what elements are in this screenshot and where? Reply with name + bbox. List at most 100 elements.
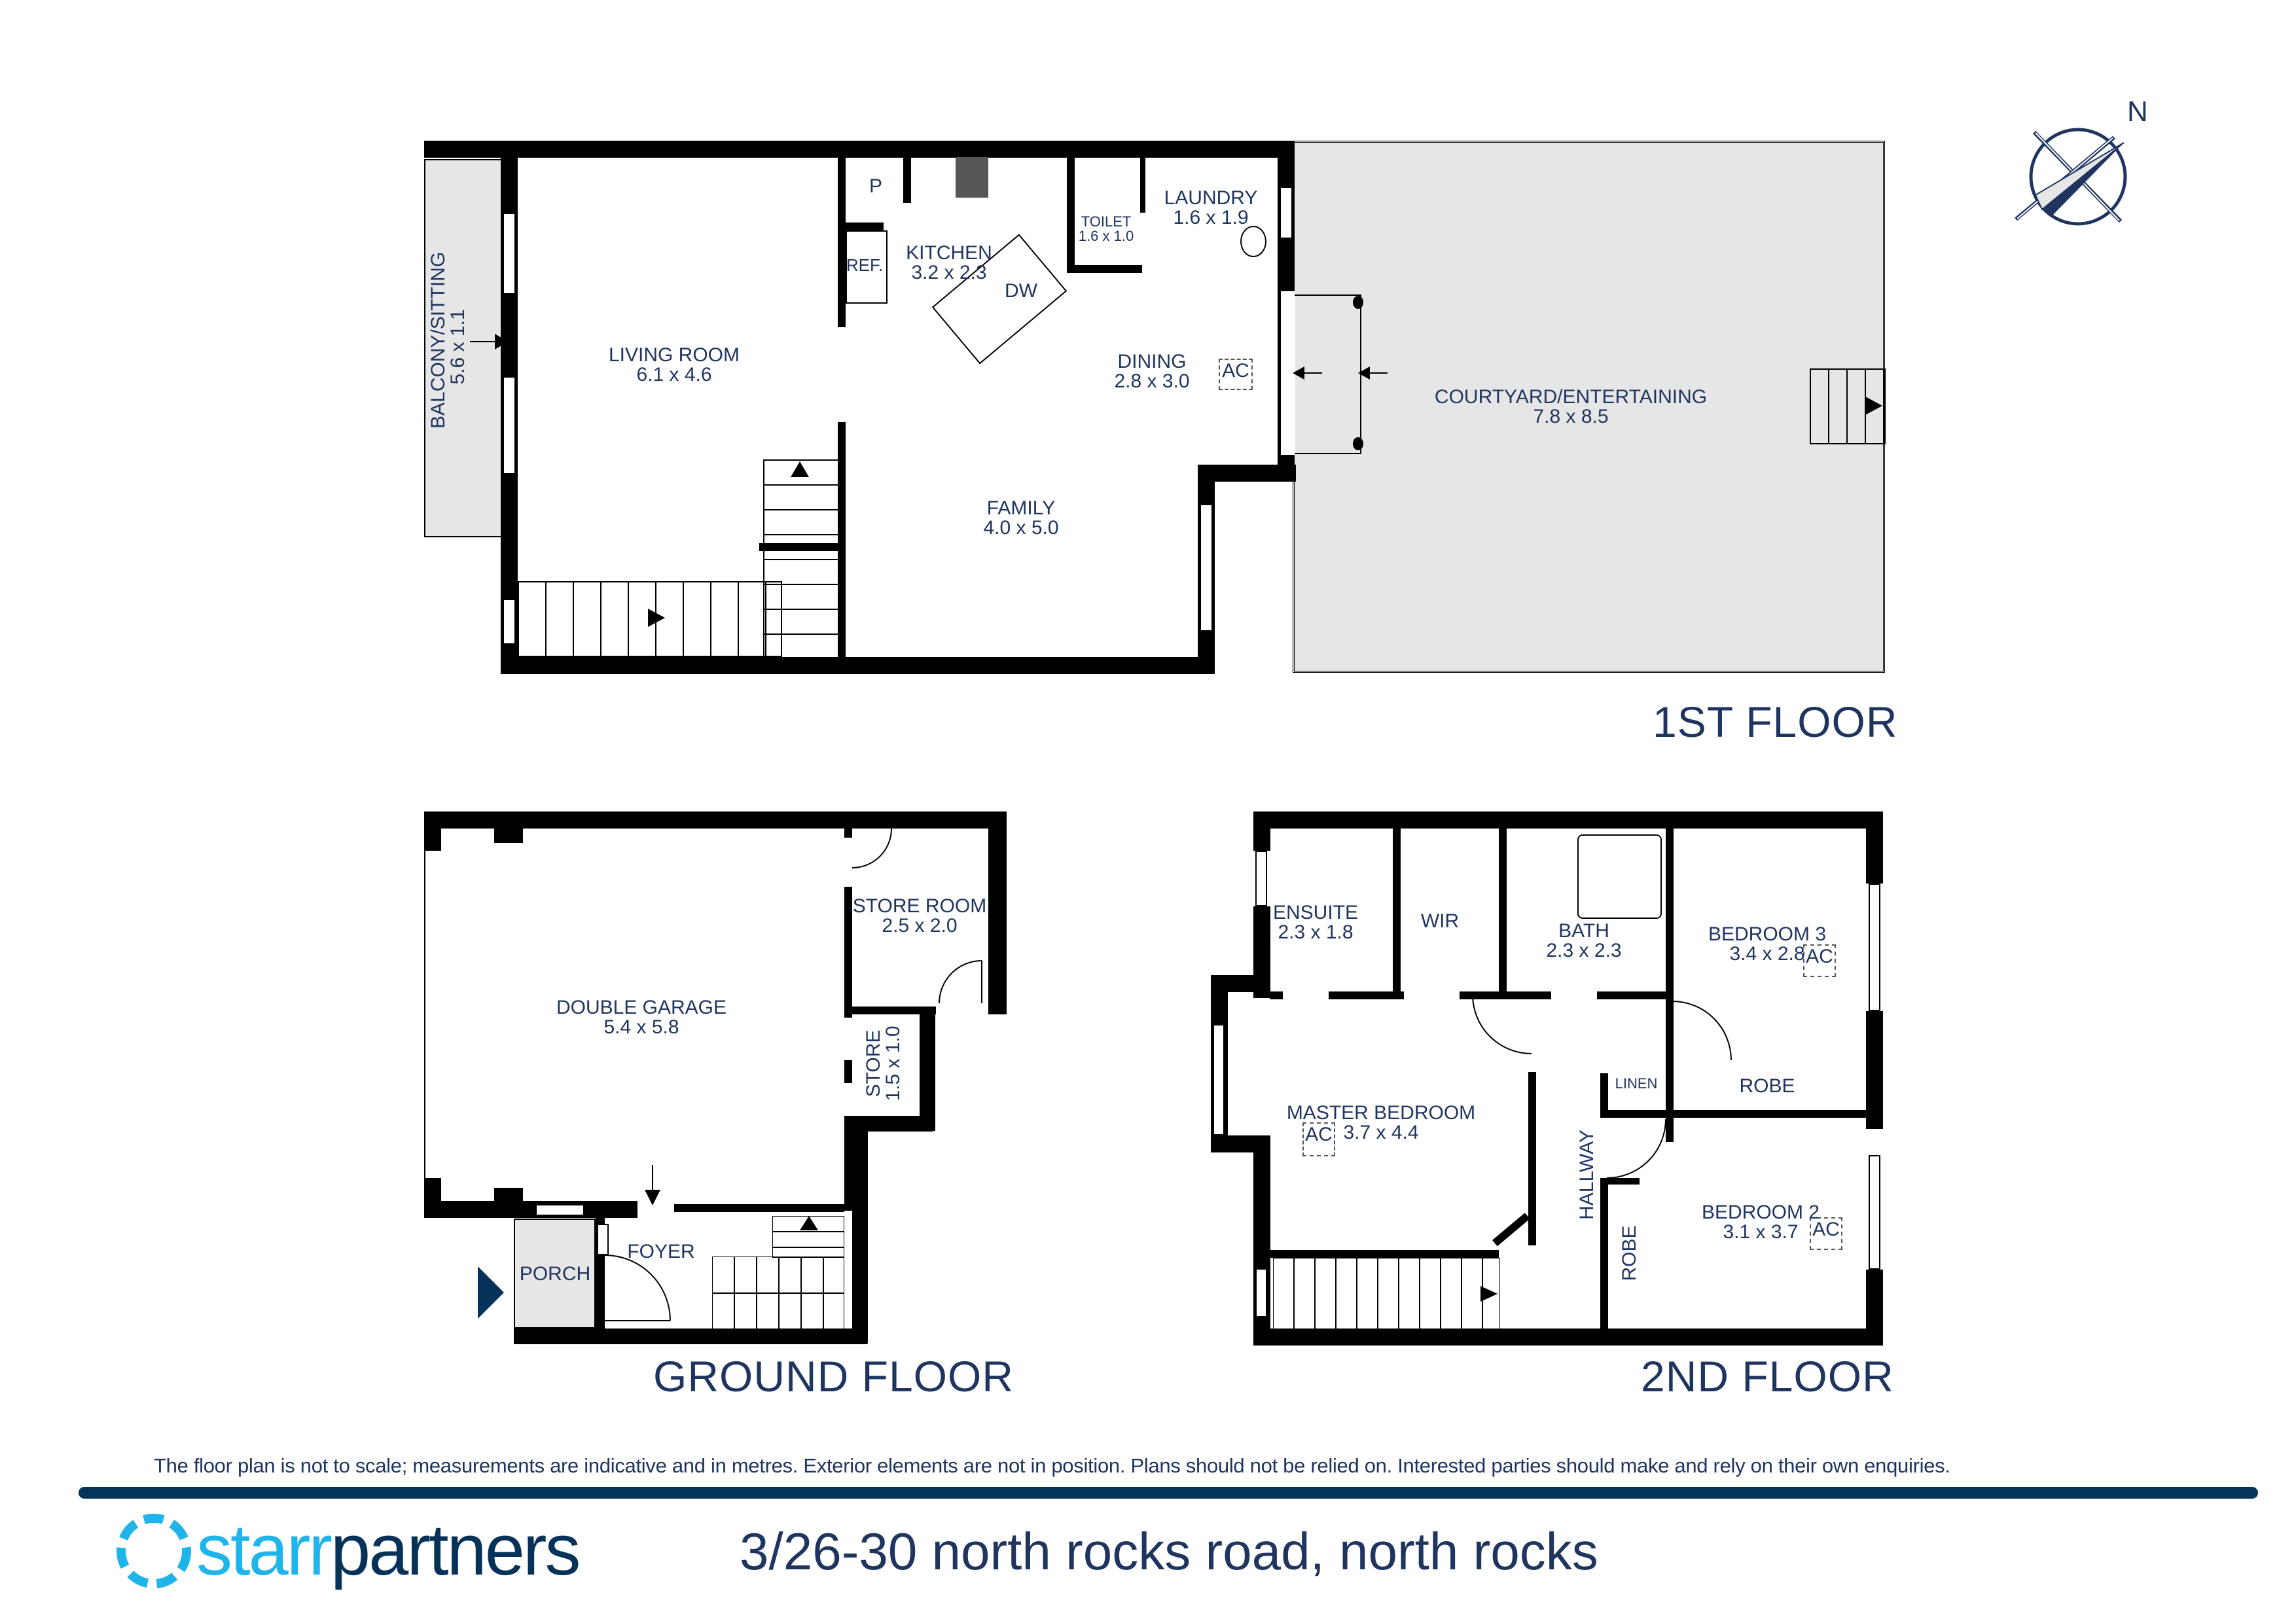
room-label-bath: BATH 2.3 x 2.3 (1546, 920, 1622, 961)
stair-arrow-icon (1480, 1286, 1498, 1302)
ac-unit: AC (1803, 944, 1836, 977)
compass-icon (2015, 128, 2127, 226)
wall (1067, 265, 1142, 273)
basin (1240, 226, 1266, 257)
entry-marker-icon (478, 1266, 504, 1319)
wall (1140, 157, 1145, 213)
room-label-kitchen: KITCHEN 3.2 x 2.3 (906, 242, 992, 283)
window (1255, 1268, 1267, 1317)
room-label-laundry: LAUNDRY 1.6 x 1.9 (1164, 187, 1258, 228)
wall (501, 657, 1214, 674)
door-swing (852, 828, 892, 868)
wall (1492, 1213, 1530, 1247)
floor-title-second: 2ND FLOOR (1641, 1352, 1894, 1400)
wall (674, 1204, 844, 1212)
wall (1600, 1178, 1640, 1185)
wall (1270, 991, 1283, 999)
room-label-toilet: TOILET 1.6 x 1.0 (1078, 213, 1134, 244)
room-label-bedroom3: BEDROOM 3 3.4 x 2.8 (1708, 923, 1827, 965)
room-label-bedroom2: BEDROOM 2 3.1 x 3.7 (1701, 1202, 1820, 1243)
wall (838, 223, 846, 327)
cooktop (956, 157, 988, 198)
floor-title-first: 1ST FLOOR (1653, 698, 1898, 746)
wall (1600, 1073, 1608, 1116)
room-label-ensuite: ENSUITE 2.3 x 1.8 (1272, 902, 1359, 943)
property-address: 3/26-30 north rocks road, north rocks (740, 1522, 1598, 1580)
floor-title-ground: GROUND FLOOR (653, 1352, 1014, 1400)
window (1200, 504, 1213, 632)
ac-unit: AC (1810, 1217, 1842, 1250)
wall (844, 1116, 933, 1132)
balcony-area (424, 159, 503, 537)
wall (844, 1060, 852, 1083)
wall (424, 141, 1295, 158)
room-label-dw: DW (1005, 280, 1037, 302)
wall (1393, 828, 1401, 995)
ac-unit: AC (1219, 359, 1253, 390)
footer-divider-bar (79, 1487, 2258, 1499)
room-label-linen: LINEN (1615, 1075, 1658, 1092)
wall (1600, 1110, 1875, 1118)
wall (1666, 828, 1674, 1142)
wall (514, 1329, 867, 1344)
brand-logo (115, 1512, 193, 1590)
wall (852, 1131, 868, 1344)
window (1869, 1155, 1880, 1270)
window (1869, 883, 1880, 1011)
door-swing (604, 1255, 671, 1321)
stair-arrow-icon (648, 609, 665, 627)
fridge-box (846, 230, 888, 304)
compass-north-label: N (2127, 96, 2148, 128)
entry-arrow-icon (1293, 366, 1322, 380)
wall (903, 157, 911, 203)
wall (844, 887, 852, 1018)
wall (494, 829, 523, 843)
wall (1329, 991, 1404, 999)
entry-arrow-icon (1358, 366, 1388, 380)
room-label-master: MASTER BEDROOM 3.7 x 4.4 (1286, 1102, 1476, 1143)
wall (614, 1201, 637, 1218)
wall (1866, 812, 1883, 883)
room-label-dining: DINING 2.8 x 3.0 (1114, 351, 1190, 392)
room-label-balcony: BALCONY/SITTING 5.6 x 1.1 (427, 251, 469, 429)
wall (1866, 1270, 1883, 1345)
window (597, 1224, 609, 1255)
wall (1270, 1250, 1499, 1258)
door-swing (939, 960, 982, 1004)
room-label-living: LIVING ROOM 6.1 x 4.6 (608, 344, 740, 385)
wall (1253, 812, 1883, 829)
star-logo-icon (117, 1514, 191, 1588)
wall (424, 812, 1007, 829)
wall (424, 1201, 614, 1218)
window (503, 213, 516, 294)
window (1280, 187, 1293, 239)
wall (838, 422, 846, 658)
wall (988, 812, 1007, 1014)
window (535, 1204, 584, 1216)
garage-door-line (424, 851, 425, 1178)
wall (844, 1116, 852, 1211)
stair-up-arrow-icon (791, 461, 809, 477)
staircase (1273, 1258, 1500, 1331)
wall (494, 1188, 523, 1202)
window (503, 599, 516, 645)
wall (844, 1007, 936, 1014)
room-label-store-room: STORE ROOM 2.5 x 2.0 (852, 895, 987, 936)
room-label-robe-3: ROBE (1739, 1075, 1795, 1097)
disclaimer-text: The floor plan is not to scale; measurem… (154, 1454, 1950, 1477)
staircase (712, 1257, 844, 1330)
window (1255, 851, 1267, 906)
wall (838, 157, 846, 223)
door-swing (1606, 1118, 1666, 1179)
room-label-hallway: HALLWAY (1576, 1130, 1598, 1220)
wall (1253, 1329, 1883, 1346)
room-label-garage: DOUBLE GARAGE 5.4 x 5.8 (556, 997, 727, 1038)
compass: N (2015, 96, 2160, 242)
door-swing (1472, 994, 1532, 1054)
wall (844, 812, 852, 838)
step-arrow-icon (1865, 397, 1882, 415)
room-label-wir: WIR (1420, 910, 1460, 932)
wall (1499, 828, 1507, 995)
room-label-store: STORE 1.5 x 1.0 (863, 1026, 904, 1101)
wall (1600, 1178, 1608, 1335)
